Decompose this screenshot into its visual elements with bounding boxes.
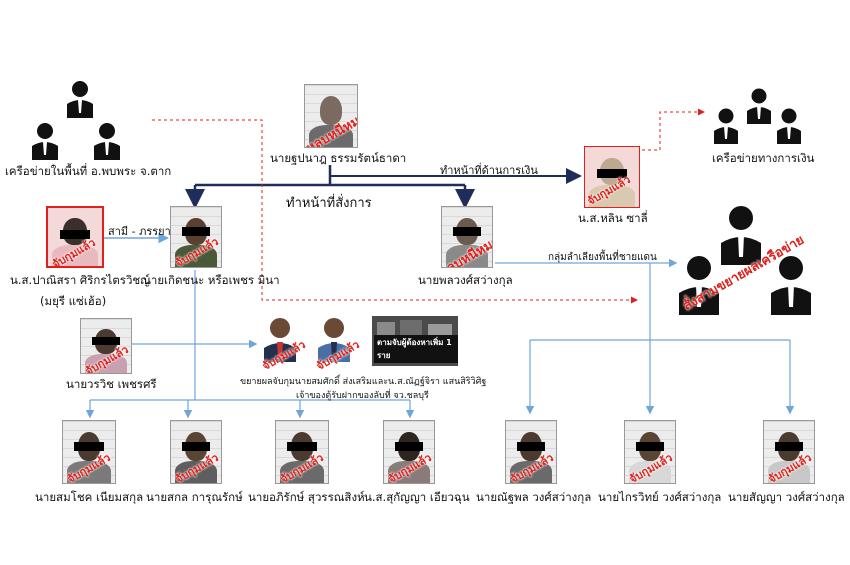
middle-person-photo: จับกุมแล้ว [80, 318, 132, 374]
bottom-person-name: นายอภิรักษ์ สุวรรณสิงห์ [248, 490, 365, 504]
bottom-person-photo: จับกุมแล้ว [763, 420, 815, 484]
bottom-person-photo: จับกุมแล้ว [505, 420, 557, 484]
bottom-person-photo: จับกุมแล้ว [170, 420, 222, 484]
raid-photo: ตามจับผู้ต้องหาเพิ่ม 1 ราย [372, 316, 458, 366]
border-leader-name: นายพลวงศ์สว่างกุล [418, 273, 513, 287]
wife-alias: (มยุรี แซ่เฮ้อ) [40, 294, 107, 308]
bottom-person-name: น.ส.สุกัญญา เอียวฉุน [364, 490, 470, 504]
person-icon [745, 88, 773, 124]
raid-banner: ตามจับผู้ต้องหาเพิ่ม 1 ราย [374, 335, 458, 363]
bottom-person-name: นายณัฐพล วงศ์สว่างกุล [476, 490, 592, 504]
leader-photo: หลบหนีหมายจับ [304, 84, 358, 148]
border-leader-photo: หลบหนีหมายจับ [441, 206, 493, 268]
wife-photo: จับกุมแล้ว [46, 206, 104, 268]
businessman-icon: จับกุมแล้ว [260, 316, 308, 373]
person-icon [718, 205, 764, 265]
local-network-label: เครือข่ายในพื้นที่ อ.พบพระ จ.ตาก [5, 164, 172, 178]
middle-person-name: นายวรวิช เพชรศรี [66, 377, 157, 391]
raid-caption-2: เจ้าของตู้รับฝากของลับที่ จว.ชลบุรี [296, 391, 429, 401]
businesswoman-icon: จับกุมแล้ว [314, 316, 362, 373]
husband-photo: จับกุมแล้ว [170, 206, 222, 268]
leader-name: นายฐปนาฎ ธรรมรัตน์ธาดา [270, 151, 407, 165]
bottom-person-name: นายสัญญา วงศ์สว่างกุล [728, 490, 845, 504]
person-icon [712, 108, 740, 144]
person-icon [65, 80, 95, 118]
bottom-person-name: นายสกล การุณรักษ์ [146, 490, 243, 504]
border-group-label: กลุ่มลำเลียงพื้นที่ชายแดน [548, 252, 657, 263]
dotted-top-left [152, 119, 638, 304]
bottom-person-photo: จับกุมแล้ว [383, 420, 435, 484]
finance-network-label: เครือข่ายทางการเงิน [712, 151, 815, 165]
person-icon [775, 108, 803, 144]
bottom-person-name: นายสมโชค เนียมสกุล [35, 490, 144, 504]
raid-caption-1: ขยายผลจับกุมนายสมศักดิ์ ส่งเสริมและน.ส.ณ… [240, 377, 487, 387]
finance-role-label: ทำหน้าที่ด้านการเงิน [440, 164, 538, 177]
bottom-person-photo: จับกุมแล้ว [624, 420, 676, 484]
person-icon [92, 122, 122, 160]
bottom-person-name: นายไกรวิทย์ วงศ์สว่างกุล [598, 490, 722, 504]
bottom-person-photo: จับกุมแล้ว [275, 420, 329, 484]
dotted-finance [642, 108, 705, 151]
wife-name: น.ส.ปาณิสรา ศิริกรไตรวิชญ์ [10, 273, 151, 287]
finance-name: น.ส.หลิน ซาลี่ [578, 211, 648, 225]
person-icon [768, 255, 814, 315]
bottom-person-photo: จับกุมแล้ว [62, 420, 116, 484]
husband-name: นายเกิดชนะ หรือเพชร มินา [143, 273, 280, 287]
person-icon [676, 255, 722, 315]
person-icon [30, 122, 60, 160]
command-role-label: ทำหน้าที่สั่งการ [286, 196, 372, 211]
spouse-label: สามี - ภรรยา [108, 225, 171, 238]
finance-photo: จับกุมแล้ว [584, 146, 640, 208]
